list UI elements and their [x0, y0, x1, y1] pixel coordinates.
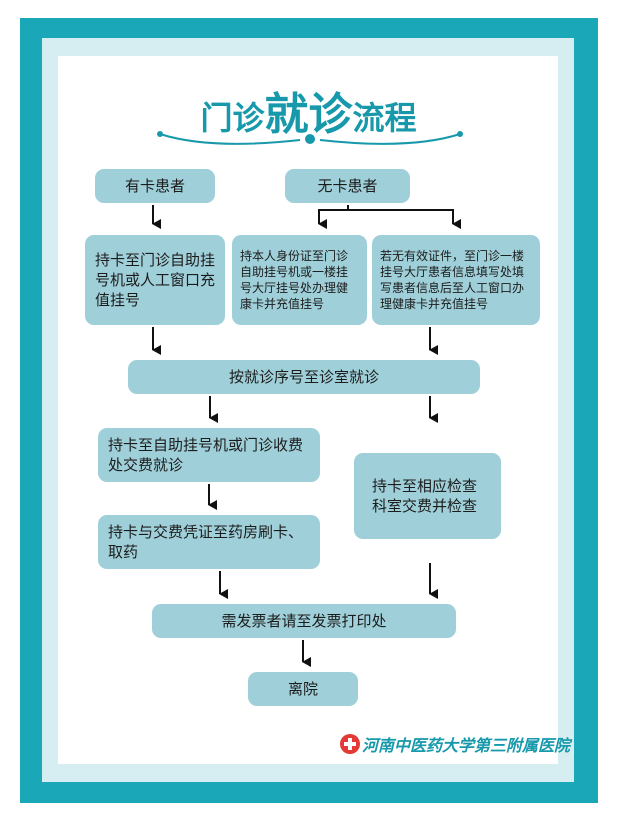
page-title: 门诊就诊流程	[0, 78, 617, 142]
card-self-service-box: 持卡至门诊自助挂号机或人工窗口充值挂号	[85, 235, 225, 325]
title-part-1: 门诊	[200, 99, 265, 137]
title-ornament	[157, 131, 463, 145]
title-part-3: 流程	[352, 99, 417, 137]
hospital-name: 河南中医药大学第三附属医院	[362, 736, 571, 755]
no-card-label: 无卡患者	[317, 177, 378, 195]
pay-fees-box: 持卡至自助挂号机或门诊收费处交费就诊	[98, 428, 320, 482]
pharmacy-box: 持卡与交费凭证至药房刷卡、取药	[98, 515, 320, 569]
title-part-2: 就诊	[264, 89, 353, 140]
no-card-box: 无卡患者	[285, 169, 410, 203]
id-card-register-text: 持本人身份证至门诊自助挂号机或一楼挂号大厅挂号处办理健康卡并充值挂号	[240, 249, 349, 311]
pay-fees-text: 持卡至自助挂号机或门诊收费处交费就诊	[108, 436, 304, 474]
pharmacy-text: 持卡与交费凭证至药房刷卡、取药	[108, 523, 304, 561]
invoice-label: 需发票者请至发票打印处	[221, 612, 387, 630]
id-card-register-box: 持本人身份证至门诊自助挂号机或一楼挂号大厅挂号处办理健康卡并充值挂号	[232, 235, 367, 325]
no-id-register-text: 若无有效证件，至门诊一楼挂号大厅患者信息填写处填写患者信息后至人工窗口办理健康卡…	[380, 249, 525, 311]
no-id-register-box: 若无有效证件，至门诊一楼挂号大厅患者信息填写处填写患者信息后至人工窗口办理健康卡…	[372, 235, 540, 325]
go-to-clinic-label: 按就诊序号至诊室就诊	[228, 368, 379, 386]
has-card-box: 有卡患者	[95, 169, 215, 203]
card-self-service-text: 持卡至门诊自助挂号机或人工窗口充值挂号	[95, 251, 216, 309]
branch-connector	[318, 209, 454, 222]
leave-label: 离院	[287, 680, 318, 698]
hospital-logo-icon	[340, 734, 360, 754]
leave-box: 离院	[248, 672, 358, 706]
exam-pay-text: 持卡至相应检查科室交费并检查	[372, 477, 478, 515]
has-card-label: 有卡患者	[124, 177, 185, 195]
exam-pay-box: 持卡至相应检查科室交费并检查	[354, 453, 501, 539]
go-to-clinic-box: 按就诊序号至诊室就诊	[128, 360, 480, 394]
invoice-box: 需发票者请至发票打印处	[152, 604, 456, 638]
